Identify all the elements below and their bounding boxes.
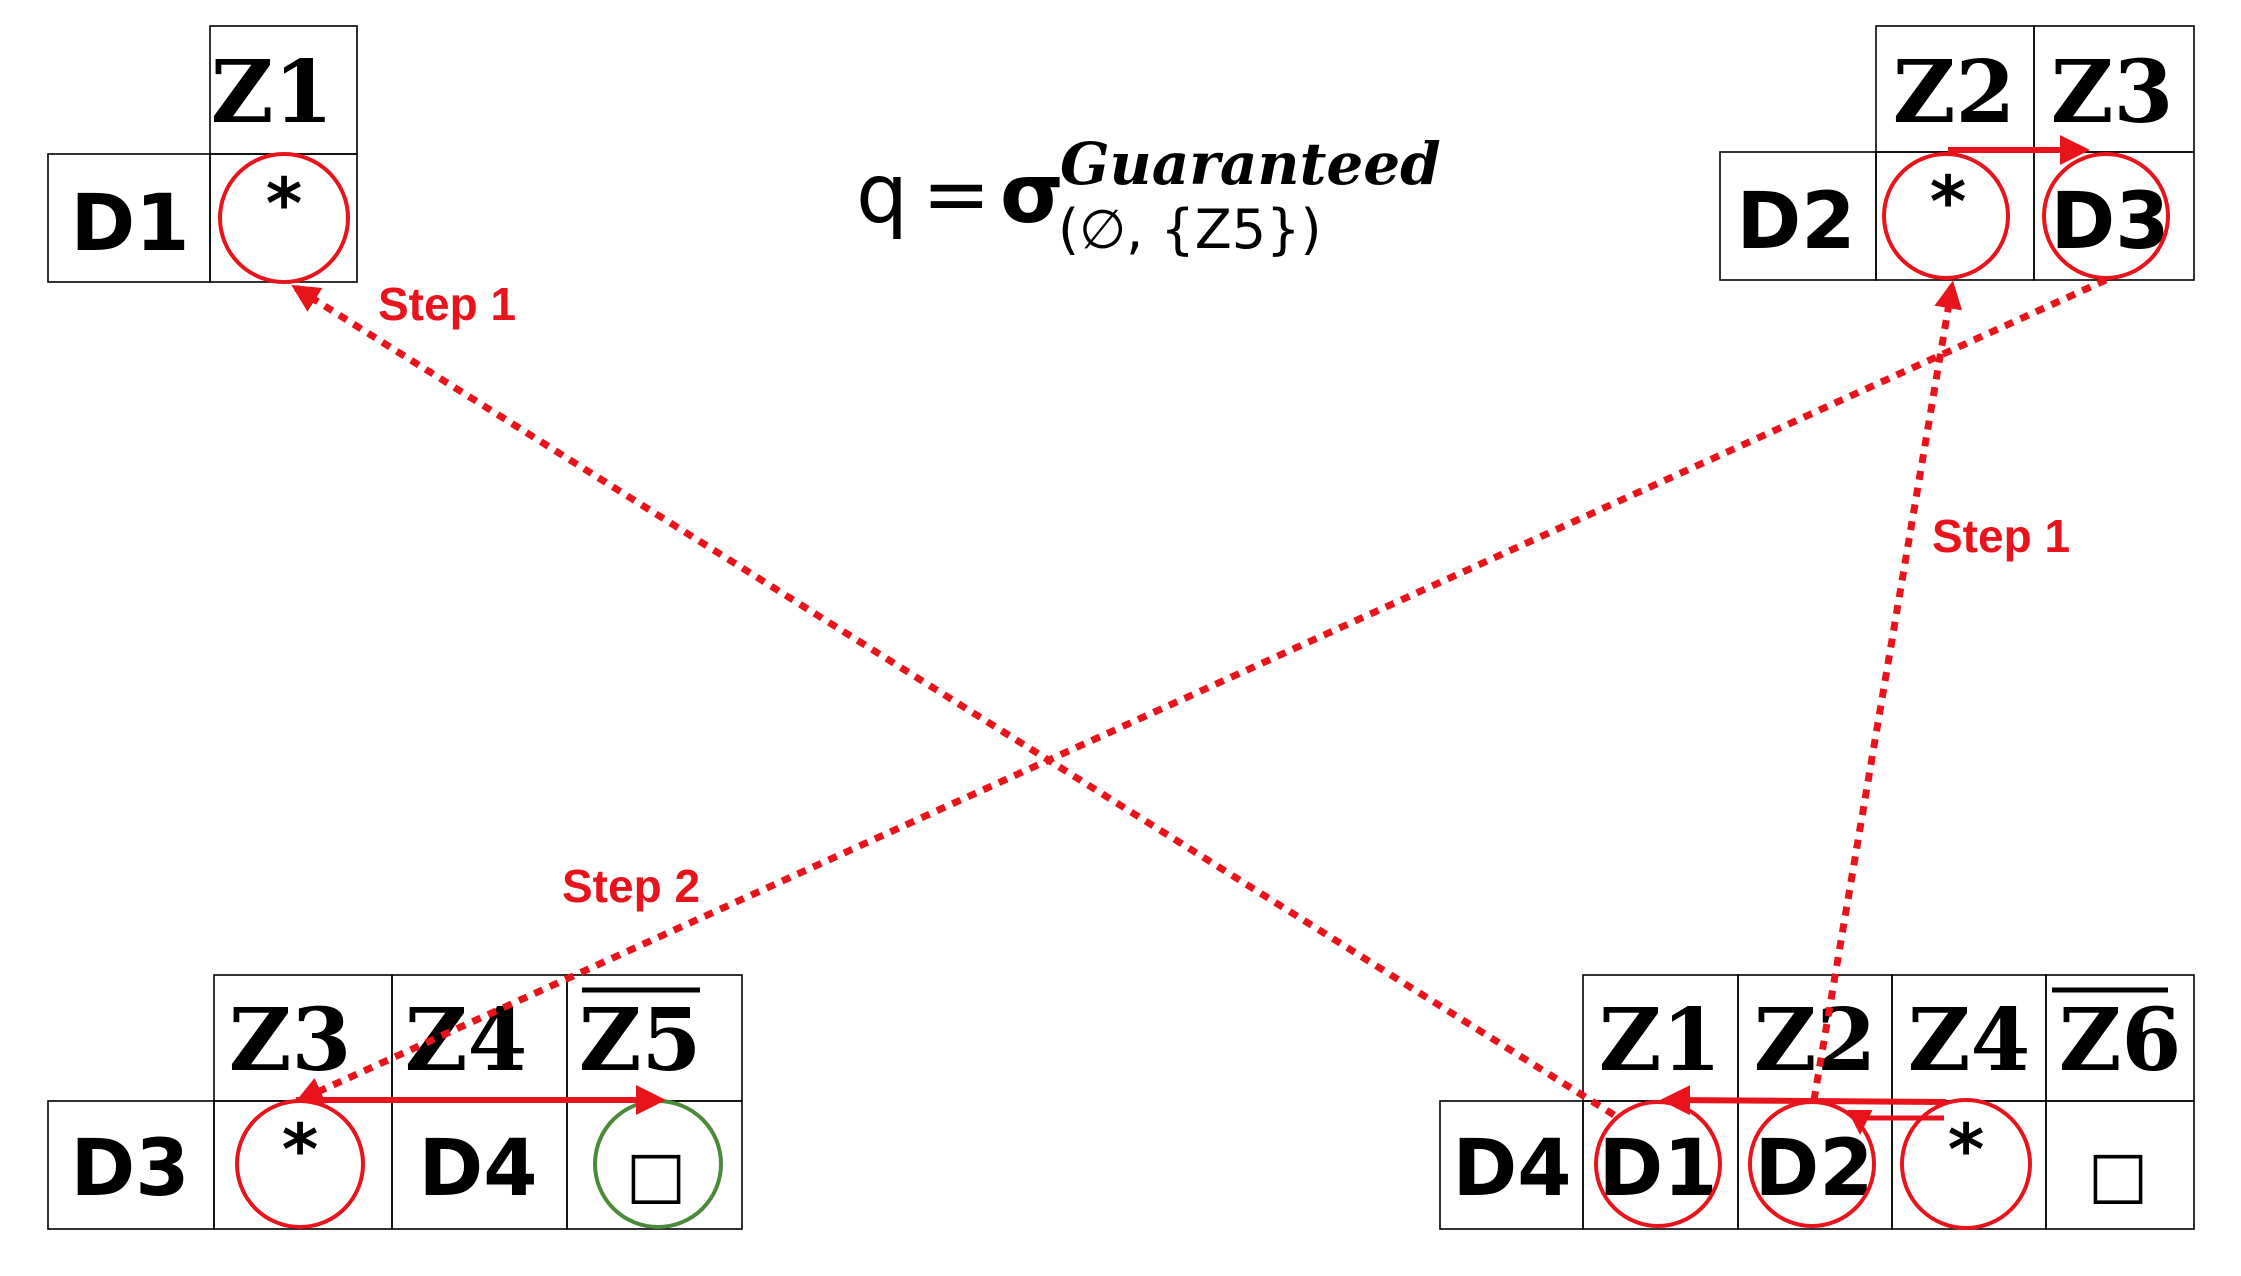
cell-d2: D2 <box>1754 1124 1873 1214</box>
cell-star: * <box>1948 1109 1985 1191</box>
header-z2: Z2 <box>1893 42 2016 143</box>
cell-d4: D4 <box>418 1124 537 1214</box>
header-z6: Z6 <box>2059 990 2182 1091</box>
step-arrows <box>291 276 2108 1118</box>
step-label-top-left: Step 1 <box>378 278 516 330</box>
cell-square: □ <box>626 1138 686 1212</box>
formula-lhs: q <box>856 147 908 242</box>
table-top-left: Z1 D1 * <box>47 25 358 284</box>
red-circle-star <box>1882 152 2010 280</box>
formula-sigma: σ <box>1000 147 1064 242</box>
dotted-arrow-d2-to-top-right <box>1810 280 1963 1101</box>
row-label-d2: D2 <box>1736 177 1855 267</box>
red-circle-d3 <box>2042 152 2170 280</box>
header-z1: Z1 <box>211 42 334 143</box>
table-bottom-left: Z3 Z4 Z5 D3 * D4 □ <box>47 974 743 1230</box>
arrow-star-to-d1 <box>1660 1085 1947 1116</box>
cell-square: □ <box>2088 1138 2148 1212</box>
red-circle-d1 <box>1594 1100 1722 1228</box>
row-label-d3: D3 <box>70 1124 189 1214</box>
table-top-right: Z2 Z3 D2 * D3 <box>1719 25 2195 281</box>
cell-d3: D3 <box>2050 177 2169 267</box>
cell-star: * <box>1930 161 1967 243</box>
dotted-arrow-d3-to-bottom-left <box>294 276 2108 1104</box>
header-z5: Z5 <box>579 990 702 1091</box>
formula: q = σ Guaranteed (∅, {Z5}) <box>856 130 1441 261</box>
red-circle-star <box>218 152 350 284</box>
formula-superscript: Guaranteed <box>1060 130 1441 198</box>
header-z3: Z3 <box>2051 42 2174 143</box>
header-z4: Z4 <box>1908 990 2031 1091</box>
header-z1: Z1 <box>1599 990 1722 1091</box>
step-label-right: Step 1 <box>1932 510 2070 562</box>
row-label-d1: D1 <box>70 179 189 269</box>
cell-star: * <box>282 1109 319 1191</box>
dotted-arrow-d1-to-top-left <box>291 285 1616 1118</box>
step-label-bottom-left: Step 2 <box>562 860 700 912</box>
formula-equals: = <box>922 147 991 242</box>
cell-d1: D1 <box>1598 1124 1717 1214</box>
header-z3: Z3 <box>229 990 352 1091</box>
cell-star: * <box>266 163 303 245</box>
red-circle-star <box>1900 1098 2032 1230</box>
arrow-star-to-d2 <box>1847 1110 1944 1135</box>
formula-subscript: (∅, {Z5}) <box>1058 198 1322 261</box>
table-bottom-right: Z1 Z2 Z4 Z6 D4 D1 D2 * □ <box>1439 974 2195 1230</box>
row-label-d4: D4 <box>1452 1124 1571 1214</box>
